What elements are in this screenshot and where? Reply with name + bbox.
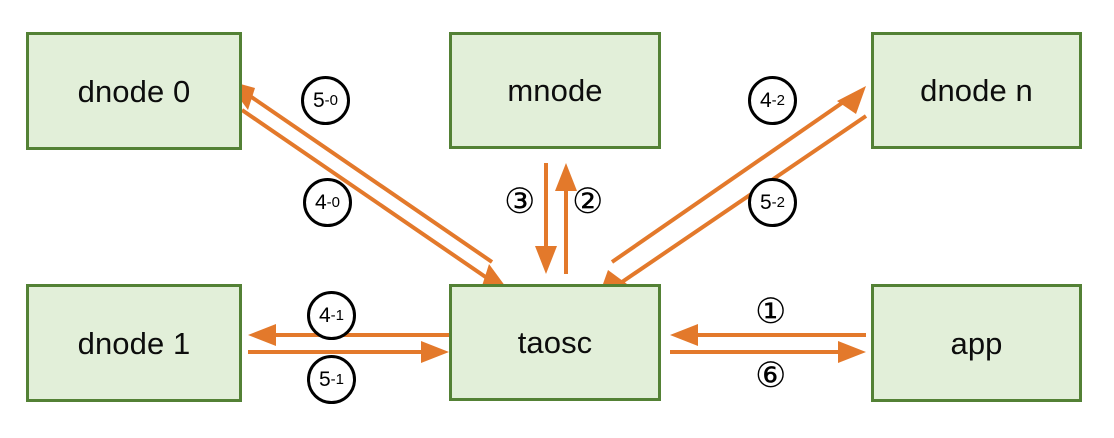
edge-badge-4-2: 4-2: [748, 76, 797, 125]
node-mnode[interactable]: mnode: [449, 32, 661, 149]
node-dnode-0[interactable]: dnode 0: [26, 32, 242, 150]
edge-badge-4-2-minor: -2: [771, 92, 786, 109]
edge-badge-5-0-major: 5: [312, 89, 325, 112]
edge-badge-1: ①: [755, 292, 787, 332]
edge-badge-5-2-minor: -2: [771, 194, 786, 211]
edge-badge-4-0: 4-0: [303, 178, 352, 227]
edge-badge-2: ②: [572, 182, 604, 222]
edge-badge-4-2-major: 4: [759, 89, 772, 112]
node-label-mnode: mnode: [507, 73, 603, 108]
edge-badge-4-0-major: 4: [314, 191, 327, 214]
edge-badge-5-1-minor: -1: [330, 371, 345, 388]
node-app[interactable]: app: [871, 284, 1082, 402]
edge-badge-5-2: 5-2: [748, 178, 797, 227]
node-label-app: app: [950, 325, 1003, 361]
node-label-dnode-n: dnode n: [920, 73, 1033, 108]
edge-badge-4-1: 4-1: [307, 291, 356, 340]
edge-badge-5-0: 5-0: [301, 76, 350, 125]
edge-badge-4-0-minor: -0: [326, 194, 341, 211]
node-label-dnode-0: dnode 0: [77, 73, 191, 109]
edge-badge-6: ⑥: [755, 356, 787, 396]
node-dnode-1[interactable]: dnode 1: [26, 284, 242, 402]
node-label-dnode-1: dnode 1: [77, 325, 191, 361]
edge-3: [535, 163, 557, 274]
edge-badge-5-0-minor: -0: [324, 92, 339, 109]
edge-badge-5-1-major: 5: [318, 368, 331, 391]
edge-badge-5-1: 5-1: [307, 355, 356, 404]
edge-badge-5-2-major: 5: [759, 191, 772, 214]
edge-badge-4-1-minor: -1: [330, 307, 345, 324]
edge-badge-3: ③: [504, 182, 536, 222]
edge-badge-4-1-major: 4: [318, 304, 331, 327]
node-label-taosc: taosc: [517, 325, 593, 360]
node-dnode-n[interactable]: dnode n: [871, 32, 1082, 149]
edge-5-1: [248, 341, 449, 363]
node-taosc[interactable]: taosc: [449, 284, 661, 401]
